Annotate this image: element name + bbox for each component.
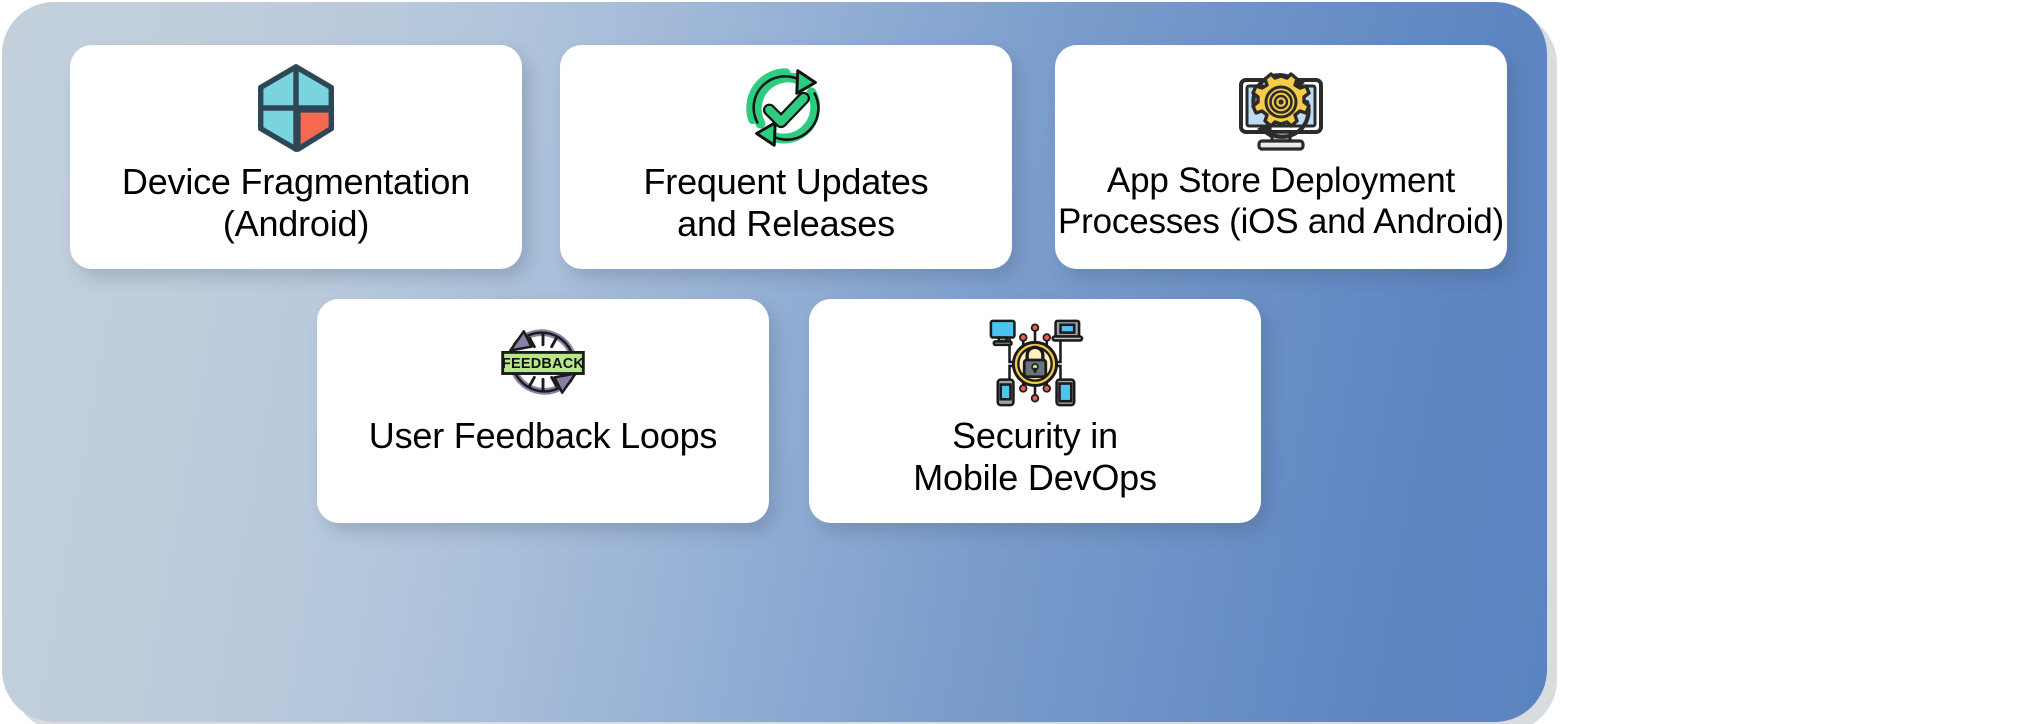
feedback-loop-icon: FEEDBACK [501,329,585,395]
device-fragmentation-hexagon-icon [258,64,334,152]
monitor-gear-sync-icon [1239,72,1323,151]
refresh-checkmark-icon [746,68,821,147]
icon-slot [1231,59,1331,157]
icon-slot: FEEDBACK [493,313,593,411]
icon-slot [737,59,835,157]
icon-slot [986,313,1084,411]
card-label: Security in Mobile DevOps [913,415,1157,499]
card-device-fragmentation[interactable]: Device Fragmentation (Android) [70,45,522,269]
gradient-panel: Device Fragmentation (Android) [2,2,1547,722]
card-app-store-deployment[interactable]: App Store Deployment Processes (iOS and … [1055,45,1507,269]
feedback-banner-text: FEEDBACK [502,356,585,372]
card-label: User Feedback Loops [368,415,718,456]
card-frequent-updates[interactable]: Frequent Updates and Releases [560,45,1012,269]
card-label: Device Fragmentation (Android) [121,161,471,245]
card-label: Frequent Updates and Releases [643,161,929,245]
card-label: App Store Deployment Processes (iOS and … [1058,161,1504,241]
cards-container: Device Fragmentation (Android) [2,2,1547,722]
card-user-feedback-loops[interactable]: FEEDBACK User Feedback Loops [317,299,769,523]
icon-slot [247,59,345,157]
card-security-mobile-devops[interactable]: Security in Mobile DevOps [809,299,1261,523]
security-network-lock-icon [989,319,1084,407]
